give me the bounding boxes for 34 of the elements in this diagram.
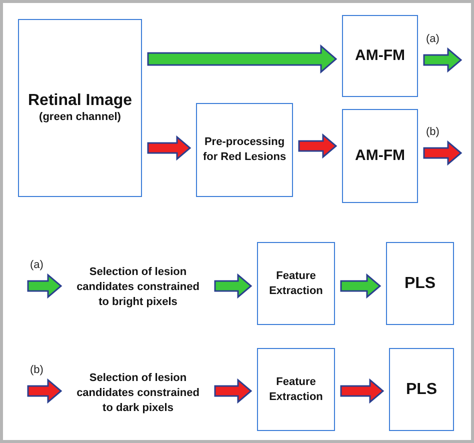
step-text: Selection of lesion candidates constrained to bright pixels [76, 264, 200, 310]
box-title: PLS [404, 274, 436, 294]
process-box [389, 348, 454, 431]
block-arrow [27, 378, 62, 404]
block-arrow [214, 378, 252, 404]
process-box [18, 19, 142, 197]
block-arrow [214, 273, 252, 299]
block-arrow [423, 140, 462, 166]
process-box [257, 242, 335, 325]
process-box [196, 103, 293, 197]
process-box [386, 242, 454, 325]
edge-label: (a) [426, 34, 440, 45]
block-arrow [298, 133, 338, 159]
box-title: Pre-processing for Red Lesions [202, 135, 288, 165]
box-title: Feature Extraction [268, 374, 324, 404]
process-box [342, 15, 418, 97]
block-arrow [340, 273, 382, 299]
box-title: Feature Extraction [268, 268, 324, 298]
block-arrow [147, 135, 192, 161]
box-subtitle: (green channel) [39, 111, 121, 125]
box-title: Retinal Image [28, 91, 132, 112]
edge-label: (b) [426, 127, 440, 138]
step-text: Selection of lesion candidates constrained to dark pixels [76, 370, 200, 416]
block-arrow [27, 273, 62, 299]
block-arrow [423, 47, 462, 73]
edge-label: (a) [30, 260, 44, 271]
edge-label: (b) [30, 365, 44, 376]
box-title: AM-FM [355, 46, 405, 66]
block-arrow [340, 378, 384, 404]
box-title: PLS [406, 380, 438, 400]
process-box [342, 109, 418, 203]
box-title: AM-FM [355, 146, 405, 166]
block-arrow [147, 44, 338, 74]
process-box [257, 348, 335, 431]
